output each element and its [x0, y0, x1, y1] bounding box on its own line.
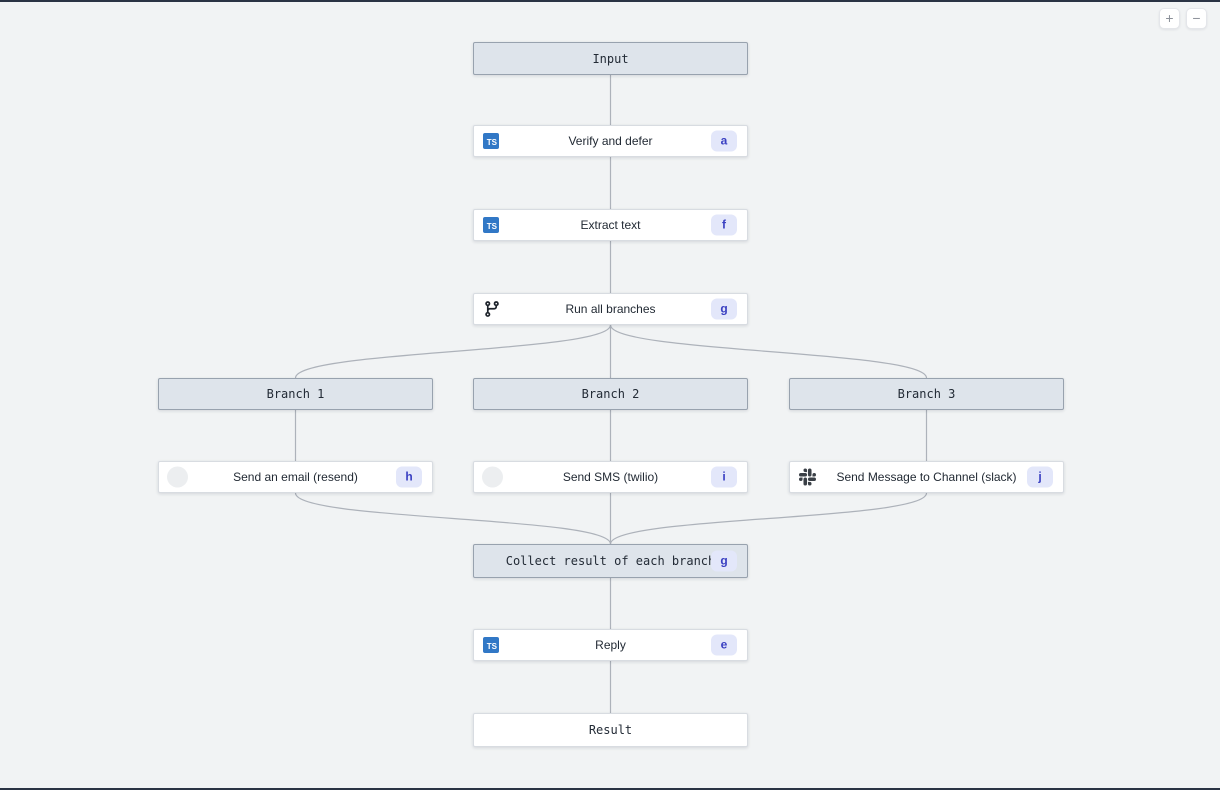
node-label: Branch 1 — [266, 387, 325, 401]
typescript-icon: TS — [483, 133, 499, 149]
node-label: Send SMS (twilio) — [562, 470, 659, 484]
node-branch-1[interactable]: Branch 1 — [158, 378, 433, 410]
zoom-out-button[interactable]: − — [1186, 8, 1207, 29]
node-label: Send Message to Channel (slack) — [836, 470, 1017, 484]
zoom-controls: + − — [1159, 8, 1207, 29]
edge-run-branch1 — [294, 324, 612, 379]
node-label: Branch 2 — [581, 387, 640, 401]
node-send-sms-twilio[interactable]: Send SMS (twilio) i — [473, 461, 748, 493]
node-branch-2[interactable]: Branch 2 — [473, 378, 748, 410]
top-border-strip — [0, 0, 1220, 2]
node-extract-text[interactable]: TS Extract text f — [473, 209, 748, 241]
node-send-message-slack[interactable]: Send Message to Channel (slack) j — [789, 461, 1064, 493]
node-verify-and-defer[interactable]: TS Verify and defer a — [473, 125, 748, 157]
node-label: Input — [592, 51, 629, 66]
step-badge: i — [711, 466, 737, 488]
node-label: Run all branches — [565, 302, 656, 316]
step-badge: a — [711, 130, 737, 152]
node-branch-3[interactable]: Branch 3 — [789, 378, 1064, 410]
node-result[interactable]: Result — [473, 713, 748, 747]
zoom-in-button[interactable]: + — [1159, 8, 1180, 29]
step-badge: g — [711, 550, 737, 572]
edge-email-collect — [294, 492, 612, 545]
node-reply[interactable]: TS Reply e — [473, 629, 748, 661]
step-badge: g — [711, 298, 737, 320]
git-branch-icon — [483, 300, 501, 318]
edge-slack-collect — [609, 492, 928, 545]
typescript-icon: TS — [483, 637, 499, 653]
typescript-icon: TS — [483, 217, 499, 233]
node-input[interactable]: Input — [473, 42, 748, 75]
node-label: Verify and defer — [568, 134, 653, 148]
node-send-email-resend[interactable]: Send an email (resend) h — [158, 461, 433, 493]
twilio-icon — [482, 466, 503, 488]
step-badge: j — [1027, 466, 1053, 488]
node-label: Extract text — [580, 218, 641, 232]
node-label: Reply — [595, 638, 626, 652]
step-badge: f — [711, 214, 737, 236]
step-badge: h — [396, 466, 422, 488]
bottom-border-strip — [0, 788, 1220, 790]
node-label: Branch 3 — [897, 387, 956, 401]
slack-icon — [799, 468, 816, 486]
resend-icon — [167, 466, 188, 488]
edge-run-branch3 — [609, 324, 928, 379]
node-collect-result[interactable]: Collect result of each branch g — [473, 544, 748, 578]
node-label: Send an email (resend) — [233, 470, 358, 484]
node-label: Collect result of each branch — [505, 554, 716, 568]
node-label: Result — [588, 723, 633, 737]
node-run-all-branches[interactable]: Run all branches g — [473, 293, 748, 325]
step-badge: e — [711, 634, 737, 656]
